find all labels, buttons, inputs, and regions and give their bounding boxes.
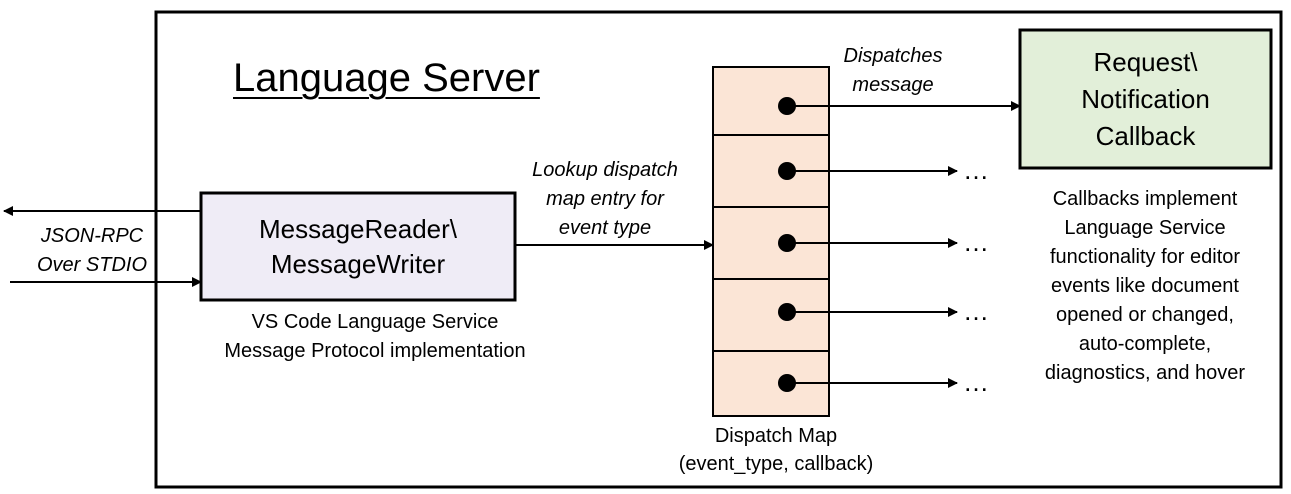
lookup-label-line: map entry for	[546, 188, 664, 210]
io-label-line: JSON-RPC	[40, 225, 144, 247]
note-line: diagnostics, and hover	[1044, 362, 1246, 384]
io-label: JSON-RPC Over STDIO	[22, 222, 162, 280]
dispatches-label: Dispatches message	[828, 42, 958, 100]
dispatches-label-line: message	[852, 74, 934, 96]
callback-box-line: Request\	[1093, 46, 1198, 77]
ellipsis: …	[963, 296, 991, 326]
dispatch-map-cell	[712, 66, 830, 136]
message-box-label: MessageReader\ MessageWriter	[201, 193, 515, 300]
message-reader-writer-box	[199, 191, 517, 302]
diagram-title: Language Server	[233, 56, 540, 100]
lookup-label-line: Lookup dispatch	[532, 159, 678, 181]
dispatch-map-cell	[712, 278, 830, 352]
note-line: Language Service	[1064, 217, 1226, 239]
callback-box-line: Callback	[1095, 120, 1196, 151]
message-box-line: MessageReader\	[259, 213, 457, 244]
note-line: Callbacks implement	[1052, 188, 1238, 210]
note-line: functionality for editor	[1049, 246, 1241, 268]
note-line: events like document	[1051, 275, 1239, 297]
lookup-label-line: event type	[558, 217, 652, 239]
callback-box	[1018, 28, 1273, 170]
ellipsis: …	[963, 227, 991, 257]
callback-box-label: Request\ Notification Callback	[1020, 30, 1271, 168]
language-server-boundary	[154, 10, 1283, 489]
callbacks-note: Callbacks implement Language Service fun…	[1025, 185, 1265, 388]
ellipsis: …	[963, 155, 991, 185]
caption-line: VS Code Language Service	[251, 311, 499, 333]
callback-box-line: Notification	[1081, 83, 1210, 114]
dispatch-map-caption: Dispatch Map (event_type, callback)	[660, 422, 892, 478]
ellipsis: …	[963, 367, 991, 397]
dispatch-map-caption-line: (event_type, callback)	[678, 453, 874, 475]
note-line: opened or changed,	[1056, 304, 1234, 326]
dispatches-label-line: Dispatches	[843, 45, 943, 67]
dispatch-map-caption-line: Dispatch Map	[714, 425, 838, 447]
message-box-caption: VS Code Language Service Message Protoco…	[195, 308, 555, 366]
note-line: auto-complete,	[1078, 333, 1212, 355]
lookup-label: Lookup dispatch map entry for event type	[515, 156, 695, 243]
caption-line: Message Protocol implementation	[224, 340, 526, 362]
dispatch-map-table	[712, 66, 830, 417]
message-box-line: MessageWriter	[270, 248, 446, 279]
io-label-line: Over STDIO	[36, 254, 147, 276]
